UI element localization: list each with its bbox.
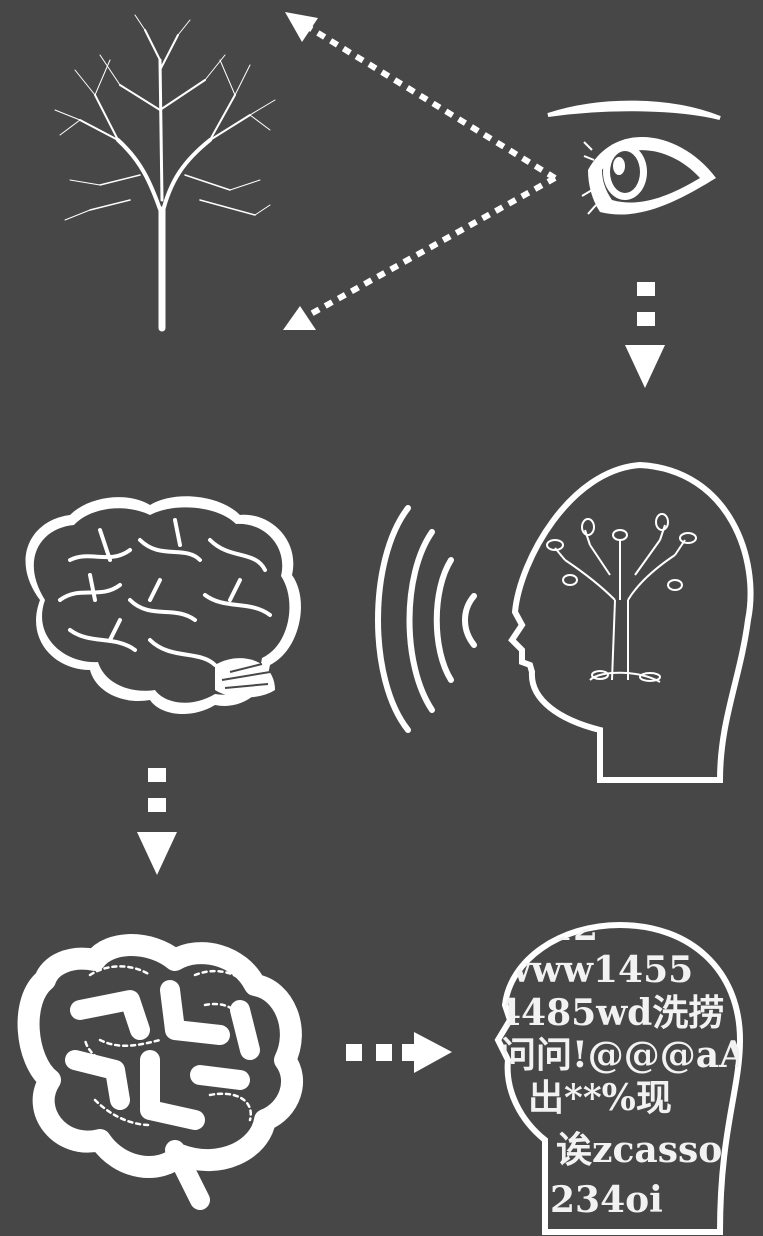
tree-icon — [55, 15, 275, 328]
arrow-brain-to-maze — [137, 768, 177, 875]
head-text-line-5: 出**%现 — [528, 1078, 672, 1118]
head-text-line-4: 问问!@@@aA — [500, 1035, 747, 1075]
head-with-tree-icon — [512, 465, 751, 780]
arrow-maze-to-head — [346, 1032, 452, 1073]
brain-icon — [26, 496, 301, 714]
arrow-eye-to-tree-top — [285, 12, 555, 178]
head-text-line-6: 诶zcasso — [556, 1130, 722, 1170]
head-text-line-3: 4485wd洗捞 — [496, 993, 724, 1033]
head-text-line-7: 234oi — [550, 1180, 663, 1220]
arrow-eye-to-head — [625, 282, 665, 388]
maze-brain-icon — [29, 945, 292, 1200]
sound-waves-icon — [378, 508, 474, 730]
arrow-eye-to-tree-bottom — [283, 178, 555, 330]
eye-icon — [548, 103, 720, 215]
